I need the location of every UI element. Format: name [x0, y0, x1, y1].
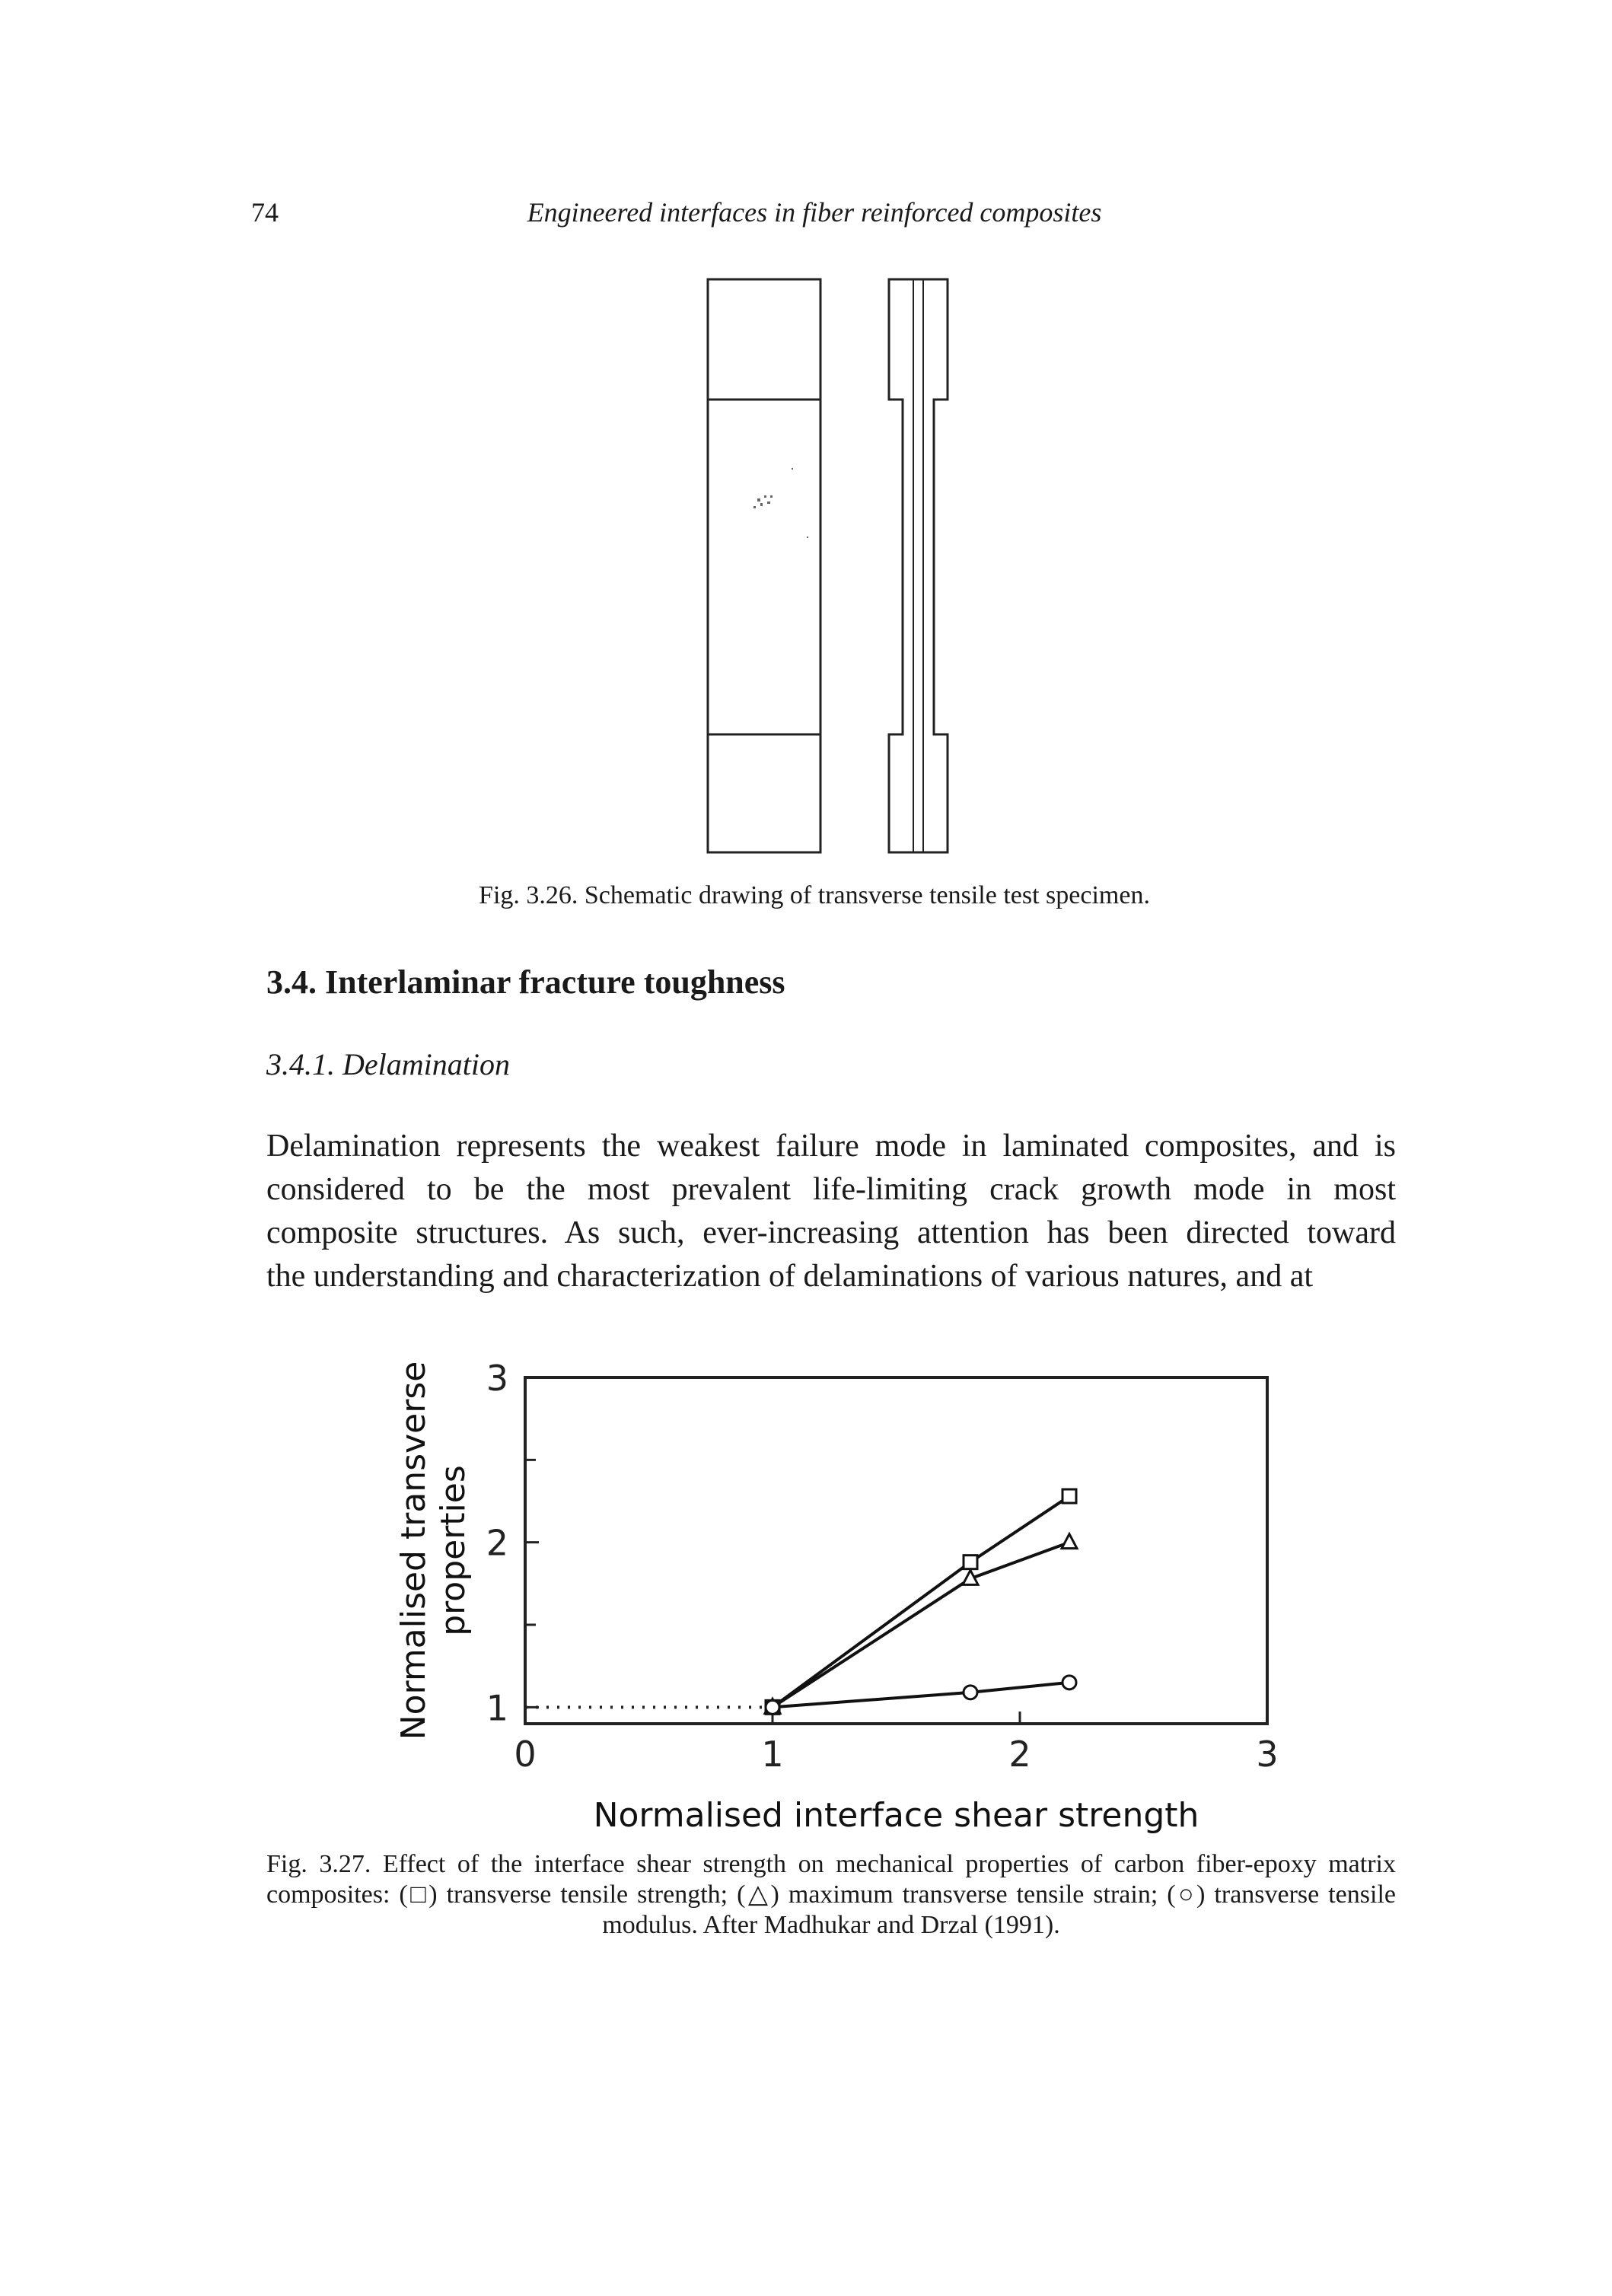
figure-caption-327: Fig. 3.27. Effect of the interface shear… — [266, 1849, 1396, 1941]
specimen-side-view — [887, 278, 949, 854]
y-tick-label: 1 — [486, 1687, 508, 1728]
paragraph-line: Delamination represents the weakest fail… — [266, 1129, 1396, 1164]
running-title: Engineered interfaces in fiber reinforce… — [527, 197, 1102, 228]
x-tick-label: 0 — [514, 1734, 536, 1775]
page-number: 74 — [251, 197, 279, 228]
marker-triangle — [961, 1568, 980, 1586]
specimen-face-view — [706, 278, 822, 854]
y-axis-label-line2: properties — [434, 1465, 473, 1636]
marker-square — [1061, 1488, 1078, 1505]
y-tick-label: 2 — [486, 1523, 508, 1564]
x-axis-label: Normalised interface shear strength — [594, 1796, 1199, 1835]
marker-triangle — [1059, 1531, 1079, 1550]
caption-line: composites: (□) transverse tensile stren… — [266, 1880, 1396, 1909]
paragraph-line: the understanding and characterization o… — [266, 1259, 1314, 1294]
figure-caption: Fig. 3.26. Schematic drawing of transver… — [479, 881, 1150, 909]
series-line-circle — [772, 1680, 1070, 1709]
y-axis-label-line1: Normalised transverse — [394, 1361, 433, 1740]
marker-square — [962, 1554, 979, 1571]
series-line-triangle — [771, 1540, 1070, 1709]
caption-line: Fig. 3.27. Effect of the interface shear… — [266, 1850, 1396, 1878]
series-line-square — [771, 1495, 1071, 1708]
x-tick-label: 1 — [761, 1734, 783, 1775]
marker-circle — [1061, 1674, 1078, 1691]
plot-frame — [524, 1376, 1269, 1725]
x-tick-label: 3 — [1256, 1734, 1278, 1775]
x-tick-label: 2 — [1008, 1734, 1031, 1775]
y-tick-label: 3 — [486, 1358, 508, 1399]
section-heading: 3.4. Interlaminar fracture toughness — [266, 963, 785, 1001]
paragraph-line: composite structures. As such, ever-incr… — [266, 1215, 1396, 1250]
subsection-heading: 3.4.1. Delamination — [266, 1047, 510, 1081]
specimen-speckle — [753, 468, 808, 538]
paragraph-line: considered to be the most prevalent life… — [266, 1172, 1396, 1207]
body-paragraph: Delamination represents the weakest fail… — [266, 1125, 1396, 1298]
marker-circle — [764, 1699, 781, 1715]
caption-line: modulus. After Madhukar and Drzal (1991)… — [602, 1911, 1060, 1939]
marker-circle — [962, 1684, 979, 1701]
specimen-schematic — [706, 278, 949, 854]
